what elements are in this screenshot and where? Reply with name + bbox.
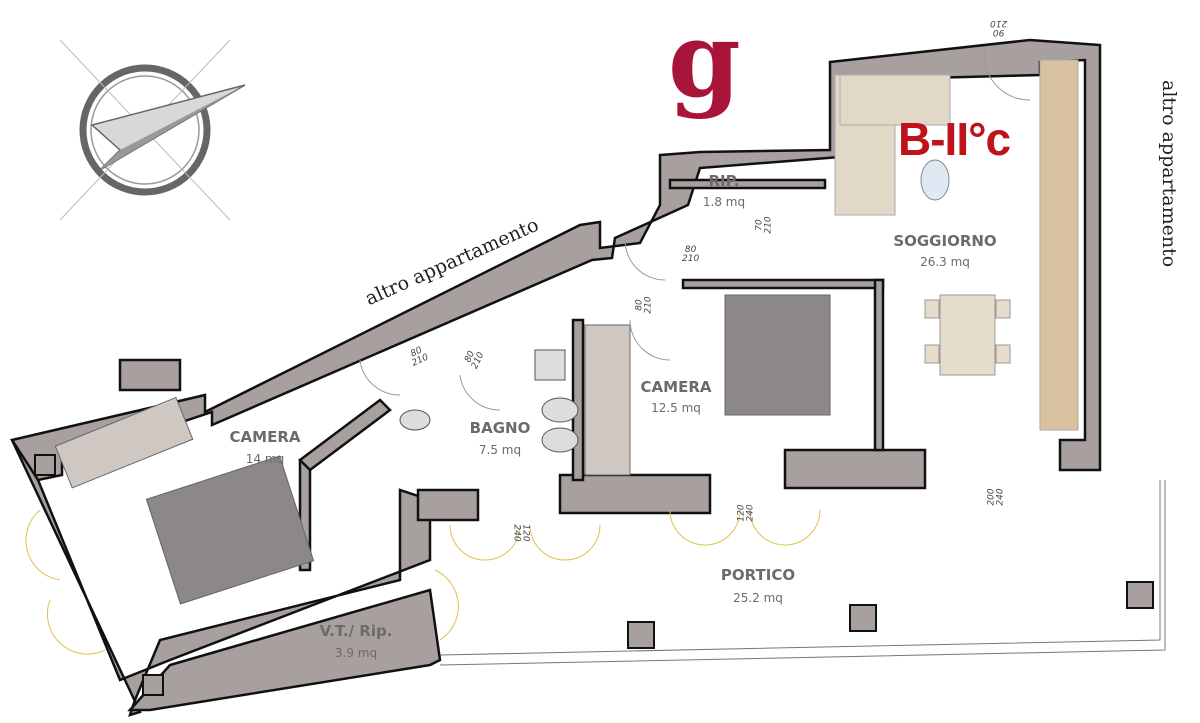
room-area-vt-rip: 3.9 mq (334, 646, 378, 660)
room-area-camera: 14 mq (245, 452, 285, 466)
bathroom-fixtures (399, 349, 579, 453)
bed (145, 294, 831, 605)
dimension-value: 80 (684, 245, 697, 255)
walls (9, 38, 1102, 717)
portico-outline (439, 480, 1166, 666)
dimension-value: 90 (992, 27, 1005, 37)
room-name-camera: CAMERA (640, 378, 712, 396)
dimension-value: 210 (643, 296, 654, 314)
room-name-vt-rip: V.T./ Rip. (319, 622, 393, 640)
unit-code: B-II°c (898, 113, 1011, 165)
room-name-portico: PORTICO (720, 566, 796, 584)
pillars (34, 454, 1154, 696)
room-area-portico: 25.2 mq (733, 591, 783, 605)
dimension-value: 240 (995, 488, 1006, 506)
brand-logo: g (668, 8, 741, 112)
room-name-camera: CAMERA (229, 428, 301, 446)
dimension-value: 210 (763, 216, 774, 234)
room-name-bagno: BAGNO (469, 419, 531, 437)
logo-letter: g (668, 0, 741, 121)
compass-icon (59, 39, 246, 221)
kitchen (1039, 59, 1079, 431)
coffee-table (920, 159, 950, 201)
dimension-value: 210 (990, 18, 1008, 28)
room-area-rip: 1.8 mq (702, 195, 746, 209)
neighbour-label: altro appartamento (1158, 80, 1180, 268)
room-area-bagno: 7.5 mq (478, 443, 522, 457)
dimension-value: 210 (682, 254, 700, 264)
dimension-value: 120 (520, 524, 531, 542)
dimension-value: 240 (745, 504, 756, 522)
door-swings (25, 47, 1031, 655)
room-name-soggiorno: SOGGIORNO (893, 232, 997, 250)
room-name-rip: RIP. (708, 172, 740, 190)
dimension-value: 240 (511, 524, 522, 542)
sofa (834, 74, 951, 216)
wardrobe (54, 324, 631, 489)
room-area-soggiorno: 26.3 mq (920, 255, 970, 269)
dining-table (924, 294, 1011, 376)
room-area-camera: 12.5 mq (651, 401, 701, 415)
